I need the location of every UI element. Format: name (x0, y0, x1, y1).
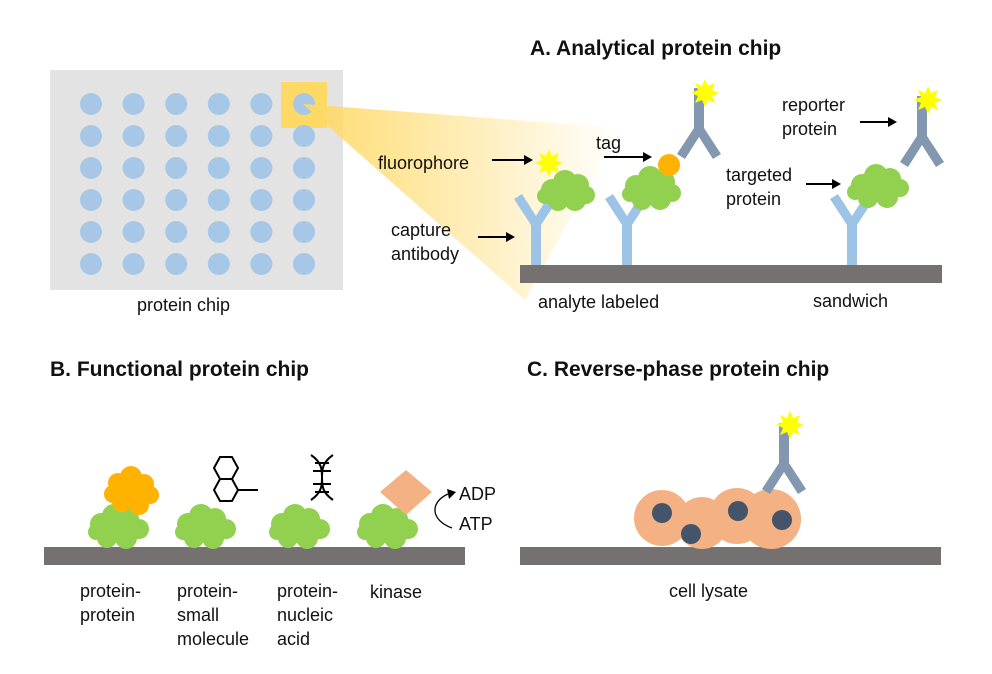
chip-well (293, 253, 315, 275)
chip-well (122, 253, 145, 275)
chip-well (293, 221, 315, 243)
chip-well (165, 221, 188, 243)
chip-well (122, 221, 145, 243)
chip-well (80, 253, 102, 275)
chip-well (293, 93, 315, 115)
panel-c-title: C. Reverse-phase protein chip (527, 358, 830, 381)
chip-well (122, 125, 145, 147)
protein-chip-label: protein chip (137, 295, 231, 315)
chip-well (80, 157, 102, 179)
chip-wells (80, 93, 315, 275)
atp-label: ATP (459, 514, 493, 534)
kinase-diamond (380, 470, 432, 515)
chip-well (207, 125, 230, 147)
chip-well (250, 221, 273, 243)
chip-well (250, 157, 273, 179)
kinase-label: kinase (370, 582, 423, 602)
bait-protein (88, 504, 149, 549)
tag-label: tag (596, 133, 622, 153)
targeted-protein (847, 164, 909, 208)
chip-well (122, 189, 145, 211)
prey-protein (104, 466, 159, 515)
fluorophore-star (914, 86, 942, 114)
fluorophore-star (776, 411, 804, 439)
labeled-protein (537, 170, 595, 211)
chip-well (250, 125, 273, 147)
analyte-labeled-label: analyte labeled (538, 292, 660, 312)
chip-well (207, 93, 230, 115)
panel-a-title: A. Analytical protein chip (530, 37, 782, 60)
chip-well (207, 253, 230, 275)
chip-well (165, 125, 188, 147)
protein-small-molecule-label: protein- small molecule (177, 581, 250, 649)
chip-well (122, 157, 145, 179)
sandwich-label: sandwich (813, 291, 889, 311)
chip-well (207, 221, 230, 243)
chip-well (250, 189, 273, 211)
capture-antibody-label: capture antibody (391, 220, 460, 264)
chip-well (207, 157, 230, 179)
cell-lysate-cells (634, 488, 801, 549)
chip-well (293, 189, 315, 211)
dna-helix-icon (310, 454, 334, 501)
adp-label: ADP (459, 484, 497, 504)
targeted-protein-label: targeted protein (726, 165, 793, 209)
chip-well (293, 125, 315, 147)
panel-b-title: B. Functional protein chip (50, 358, 309, 381)
label-arrows (478, 117, 897, 242)
chip-well (80, 189, 102, 211)
fluorophore-star (535, 149, 563, 177)
chip-well (165, 93, 188, 115)
bait-protein (175, 504, 236, 549)
chip-well (122, 93, 145, 115)
bait-protein (269, 504, 330, 549)
chip-well (207, 189, 230, 211)
chip-well (165, 253, 188, 275)
reporter-protein-label: reporter protein (782, 95, 846, 139)
tag-dot (658, 154, 680, 176)
protein-protein-label: protein- protein (80, 581, 142, 625)
chip-well (250, 93, 273, 115)
bait-protein (357, 504, 418, 549)
chip-well (293, 157, 315, 179)
chip-well (165, 157, 188, 179)
fluorophore-label: fluorophore (378, 153, 470, 173)
fluorophore-star (691, 79, 719, 107)
chip-well (250, 253, 273, 275)
chip-well (165, 189, 188, 211)
substrate-b (44, 547, 465, 565)
tagged-protein (622, 166, 681, 210)
chip-well (80, 125, 102, 147)
chip-well (80, 93, 102, 115)
substrate-c (520, 547, 941, 565)
cell-lysate-label: cell lysate (669, 581, 749, 601)
small-molecule-icon (212, 456, 258, 502)
chip-well (80, 221, 102, 243)
protein-nucleic-acid-label: protein- nucleic acid (277, 581, 339, 649)
atp-adp-arrow (434, 489, 456, 529)
substrate-a (520, 265, 942, 283)
